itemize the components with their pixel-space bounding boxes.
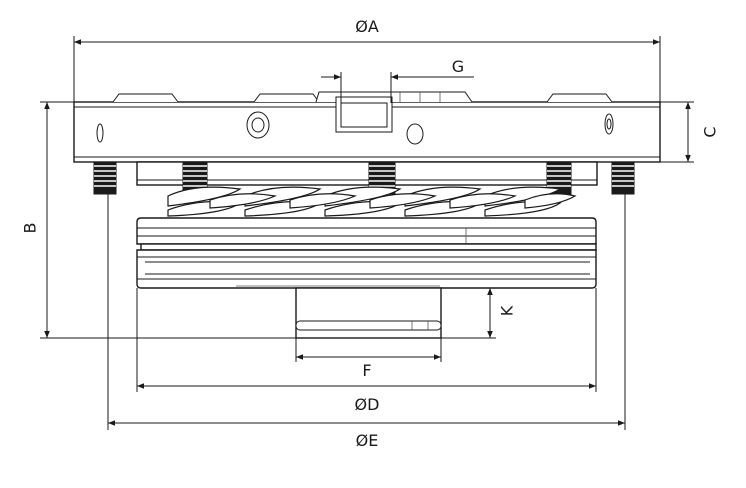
dimension-e-label: ØE — [356, 431, 379, 450]
dimension-d-label: ØD — [355, 395, 380, 414]
dimension-d: ØD — [136, 288, 597, 414]
dimension-g: G — [321, 57, 474, 103]
dimension-b-label: B — [21, 223, 40, 234]
dimension-k-label: K — [498, 305, 517, 316]
dimension-g-label: G — [452, 57, 464, 76]
dimension-a-label: ØA — [355, 17, 379, 36]
secondary-plate — [136, 161, 598, 186]
lower-disc-stack — [136, 217, 597, 289]
dimension-b: B — [21, 101, 296, 339]
dimension-c-label: C — [701, 126, 720, 137]
dimension-k: K — [441, 288, 517, 339]
spring-coils — [167, 186, 577, 217]
central-spigot — [295, 287, 442, 339]
dimension-f: F — [295, 338, 442, 380]
top-flange-plate — [73, 91, 661, 163]
dimension-c: C — [660, 101, 720, 163]
stud-far-right — [611, 161, 635, 195]
dimension-e: ØE — [107, 194, 626, 450]
dimension-f-label: F — [362, 361, 371, 380]
dimension-a: ØA — [73, 17, 661, 102]
stud-far-left — [93, 161, 117, 195]
